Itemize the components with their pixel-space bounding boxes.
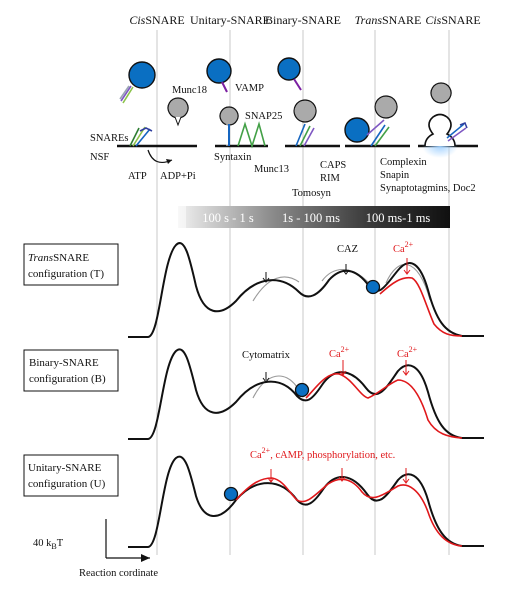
x-axis-label: Reaction cordinate	[79, 568, 158, 579]
cis-snare-bundle-icon	[119, 85, 134, 104]
scale-and-axis: 40 kBT Reaction cordinate	[33, 519, 158, 579]
annot-modulators: Ca2+, cAMP, phosphorylation, etc.	[250, 446, 395, 461]
annot-calcium: Ca2+	[393, 240, 414, 255]
panel-unitary-subtitle: configuration (U)	[28, 478, 106, 490]
munc18-icon	[430, 82, 452, 104]
label-snap25: SNAP25	[245, 111, 282, 122]
annot-calcium-2: Ca2+	[397, 345, 418, 360]
panel-unitary: Unitary-SNARE configuration (U) Ca2+, cA…	[23, 446, 484, 548]
timescale-bar: 100 s - 1 s 1s - 100 ms 100 ms-1 ms	[178, 206, 450, 228]
vesicle-state-marker	[365, 279, 381, 295]
panel-unitary-title: Unitary-SNARE	[28, 462, 102, 474]
reference-curve	[385, 264, 431, 301]
stage-header-binary: Binary-SNARE	[265, 13, 341, 27]
snap25-icon	[237, 121, 266, 149]
timescale-label-1: 100 s - 1 s	[202, 211, 254, 225]
panel-binary: Binary-SNARE configuration (B) Cytomatri…	[23, 345, 484, 440]
vesicle-icon	[277, 57, 301, 81]
label-complexin: Complexin	[380, 157, 427, 168]
panel-binary-title: Binary-SNARE	[29, 357, 99, 369]
energy-curve-modulated	[379, 276, 463, 337]
panel-trans-subtitle: configuration (T)	[28, 268, 104, 280]
label-caps: CAPS	[320, 160, 346, 171]
munc18-icon	[374, 95, 398, 119]
cis-snare-icon	[446, 122, 468, 142]
stage-headers: CisSNARE Unitary-SNARE Binary-SNARE Tran…	[129, 13, 480, 27]
energy-curve-modulated	[235, 477, 463, 547]
stage-header-trans: TransSNARE	[355, 13, 422, 27]
vamp-icon	[293, 78, 302, 91]
munc18-icon	[293, 99, 317, 123]
label-syntaxin: Syntaxin	[214, 152, 252, 163]
snare-complex-icon	[129, 126, 153, 147]
annot-calcium-1: Ca2+	[329, 345, 350, 360]
label-snares: SNAREs	[90, 133, 129, 144]
label-munc18: Munc18	[172, 85, 207, 96]
vesicle-icon	[344, 117, 370, 143]
vesicle-state-marker	[223, 486, 239, 502]
x-axis-arrowhead	[141, 554, 150, 562]
stage-header-cis-2: CisSNARE	[425, 13, 480, 27]
stage-header-unitary: Unitary-SNARE	[190, 13, 270, 27]
vesicle-icon	[128, 61, 156, 89]
energy-curve-baseline	[128, 242, 484, 338]
label-rim: RIM	[320, 173, 341, 184]
annot-caz: CAZ	[337, 244, 358, 255]
label-tomosyn: Tomosyn	[292, 188, 332, 199]
label-atp: ATP	[128, 171, 147, 182]
timescale-label-3: 100 ms-1 ms	[366, 211, 431, 225]
protein-schematic: Munc18 SNAREs NSF ATP ADP+Pi VAMP Syntax…	[90, 57, 478, 199]
binary-snare-icon	[295, 123, 315, 147]
munc18-icon	[219, 106, 239, 126]
panel-trans: TransSNARE configuration (T) CAZ Ca2+	[23, 240, 484, 338]
stage-header-cis-1: CisSNARE	[129, 13, 184, 27]
label-synaptotagmins: Synaptotagmins, Doc2	[380, 183, 476, 194]
scale-label: 40 kBT	[33, 538, 64, 551]
fusion-pore-icon	[424, 113, 456, 147]
vesicle-icon	[206, 58, 232, 84]
energy-curve-modulated	[305, 373, 463, 439]
trans-snare-icon	[366, 119, 390, 147]
annot-cytomatrix: Cytomatrix	[242, 350, 291, 361]
energy-curve-baseline	[128, 455, 484, 548]
vesicle-state-marker	[294, 382, 310, 398]
vamp-icon	[221, 81, 228, 93]
panel-binary-subtitle: configuration (B)	[29, 373, 106, 385]
panel-trans-title: TransSNARE	[28, 252, 89, 264]
reference-curve	[252, 375, 298, 399]
label-vamp: VAMP	[235, 83, 264, 94]
label-nsf: NSF	[90, 152, 109, 163]
reference-curve	[252, 276, 300, 302]
energy-curve-baseline	[128, 348, 484, 440]
label-snapin: Snapin	[380, 170, 410, 181]
label-munc13: Munc13	[254, 164, 289, 175]
timescale-label-2: 1s - 100 ms	[282, 211, 340, 225]
munc18-icon	[167, 97, 189, 119]
label-adp: ADP+Pi	[160, 171, 196, 182]
